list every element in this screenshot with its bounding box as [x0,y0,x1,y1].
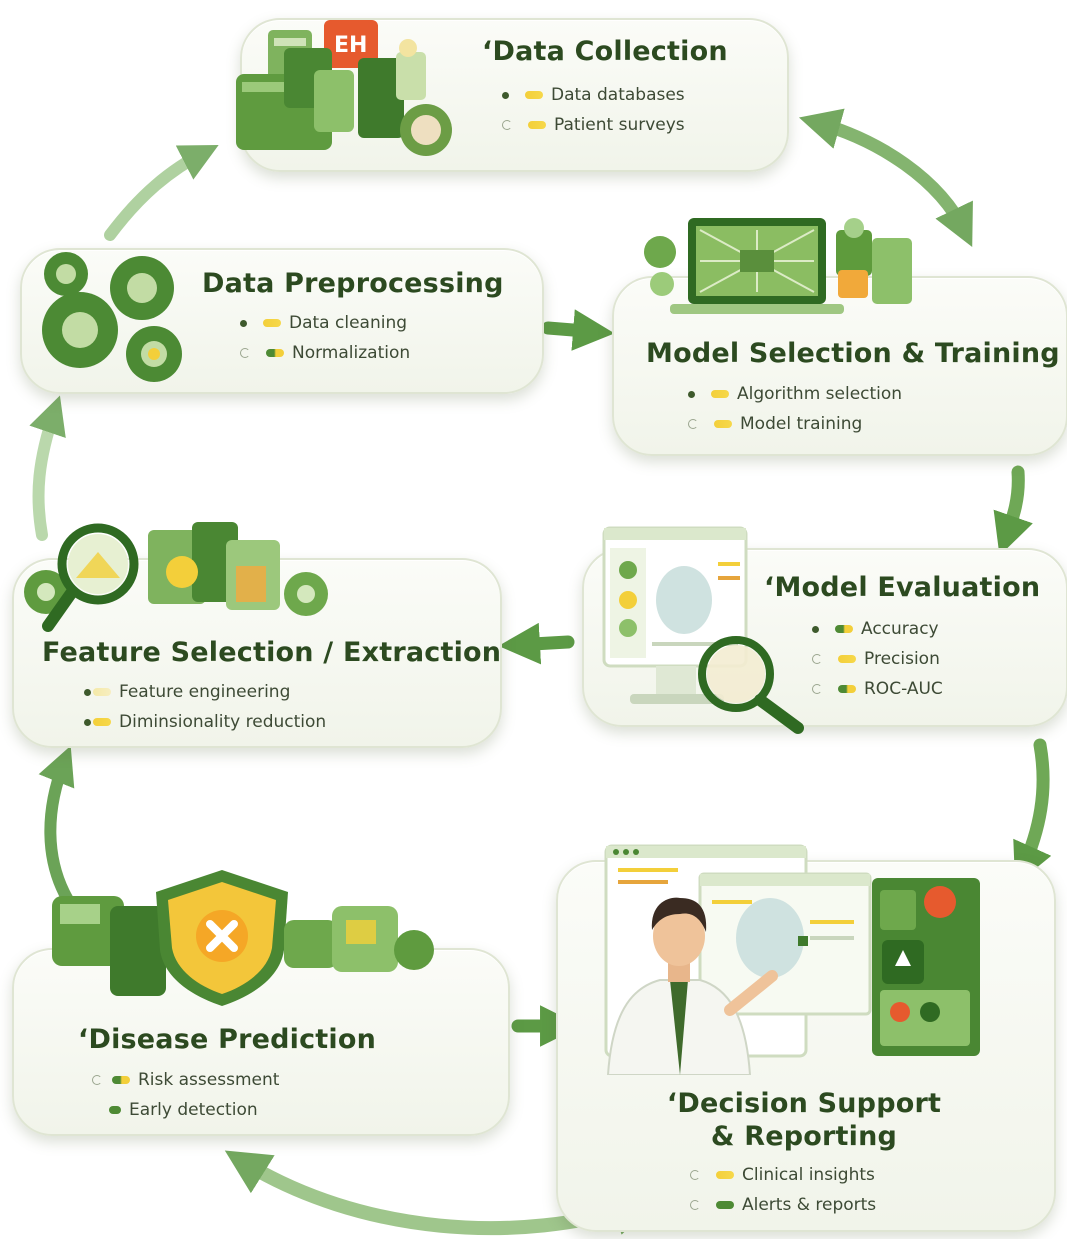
list-item: Algorithm selection [688,379,902,409]
list-item: ROC-AUC [812,674,943,704]
monitor-magnifier-icon [602,526,804,734]
stage-items: Data databases Patient surveys [502,80,685,140]
stage-title: ‘Model Evaluation [764,572,1041,603]
gears-icon [42,252,182,382]
pill-icon [716,1171,734,1179]
pill-icon [93,718,111,726]
bullet-icon [502,120,512,130]
pill-icon [263,319,281,327]
arrow-disease-to-feature [38,745,75,906]
pill-icon [716,1201,734,1209]
list-item: Accuracy [812,614,943,644]
stage-items: Feature engineering Diminsionality reduc… [84,677,326,737]
stage-title: Feature Selection / Extraction [42,637,502,668]
list-item: Feature engineering [84,677,326,707]
item-label: Feature engineering [119,682,291,702]
item-label: Accuracy [861,619,939,639]
pill-icon [835,625,853,633]
pill-icon [112,1076,130,1084]
bullet-icon [812,684,822,694]
ehr-folders-icon: EH [236,20,452,156]
item-label: Diminsionality reduction [119,712,327,732]
item-label: Early detection [129,1100,258,1120]
list-item: Patient surveys [502,110,685,140]
item-label: Clinical insights [742,1165,875,1185]
laptop-network-icon [644,218,912,314]
item-label: Data cleaning [289,313,408,333]
ehr-badge-text: EH [334,33,367,58]
item-label: Model training [740,414,863,434]
stage-items: Risk assessment Early detection [92,1065,279,1125]
bullet-icon [812,625,819,633]
stage-title: ‘Disease Prediction [78,1024,377,1055]
pill-icon [109,1106,121,1114]
arrow-preprocessing-to-collection [104,144,219,241]
bullet-icon [690,1200,700,1210]
doctor-dashboard-icon [604,844,980,1075]
arrow-evaluation-to-feature [498,622,575,665]
pill-icon [838,655,856,663]
item-label: Precision [864,649,940,669]
stage-title: ‘Decision Support [666,1088,942,1119]
bullet-icon [84,718,91,726]
magnifier-gears-icon [24,522,328,632]
item-label: Algorithm selection [737,384,903,404]
stage-title: ‘Data Collection [482,36,728,67]
arrow-feature-to-preprocessing [29,395,66,541]
list-item: Diminsionality reduction [84,707,326,737]
list-item: Normalization [240,338,410,368]
list-item: Clinical insights [690,1160,876,1190]
shield-cross-icon [52,870,434,1006]
pill-icon [525,91,543,99]
item-label: Patient surveys [554,115,685,135]
arrow-evaluation-to-decision [1013,738,1052,886]
bullet-icon [688,390,695,398]
item-label: Risk assessment [138,1070,280,1090]
pill-icon [714,420,732,428]
item-label: Normalization [292,343,411,363]
list-item: Precision [812,644,943,674]
pill-icon [93,688,111,696]
item-label: Alerts & reports [742,1195,877,1215]
stage-items: Algorithm selection Model training [688,379,902,439]
list-item: Early detection [92,1095,279,1125]
stage-title-line2: & Reporting [710,1121,898,1152]
arrow-model-to-evaluation [993,465,1033,556]
pill-icon [266,349,284,357]
bullet-icon [240,348,250,358]
stage-items: Data cleaning Normalization [240,308,410,368]
stage-title: Data Preprocessing [202,268,504,299]
bullet-icon [240,319,247,327]
bullet-icon [84,688,91,696]
arrow-preprocessing-to-model [541,309,615,351]
list-item: Alerts & reports [690,1190,876,1220]
pill-icon [838,685,856,693]
item-label: Data databases [551,85,685,105]
bullet-icon [690,1170,700,1180]
list-item: Model training [688,409,902,439]
item-label: ROC-AUC [864,679,943,699]
stage-items: Clinical insights Alerts & reports [690,1160,876,1220]
arrow-collection-to-model [798,108,973,247]
list-item: Data databases [502,80,685,110]
stage-items: Accuracy Precision ROC-AUC [812,614,943,704]
bullet-icon [502,91,509,99]
pill-icon [528,121,546,129]
pill-icon [711,390,729,398]
stage-title: Model Selection & Training [646,338,1060,369]
bullet-icon [92,1075,102,1085]
bullet-icon [812,654,822,664]
list-item: Data cleaning [240,308,410,338]
list-item: Risk assessment [92,1065,279,1095]
bullet-icon [688,419,698,429]
